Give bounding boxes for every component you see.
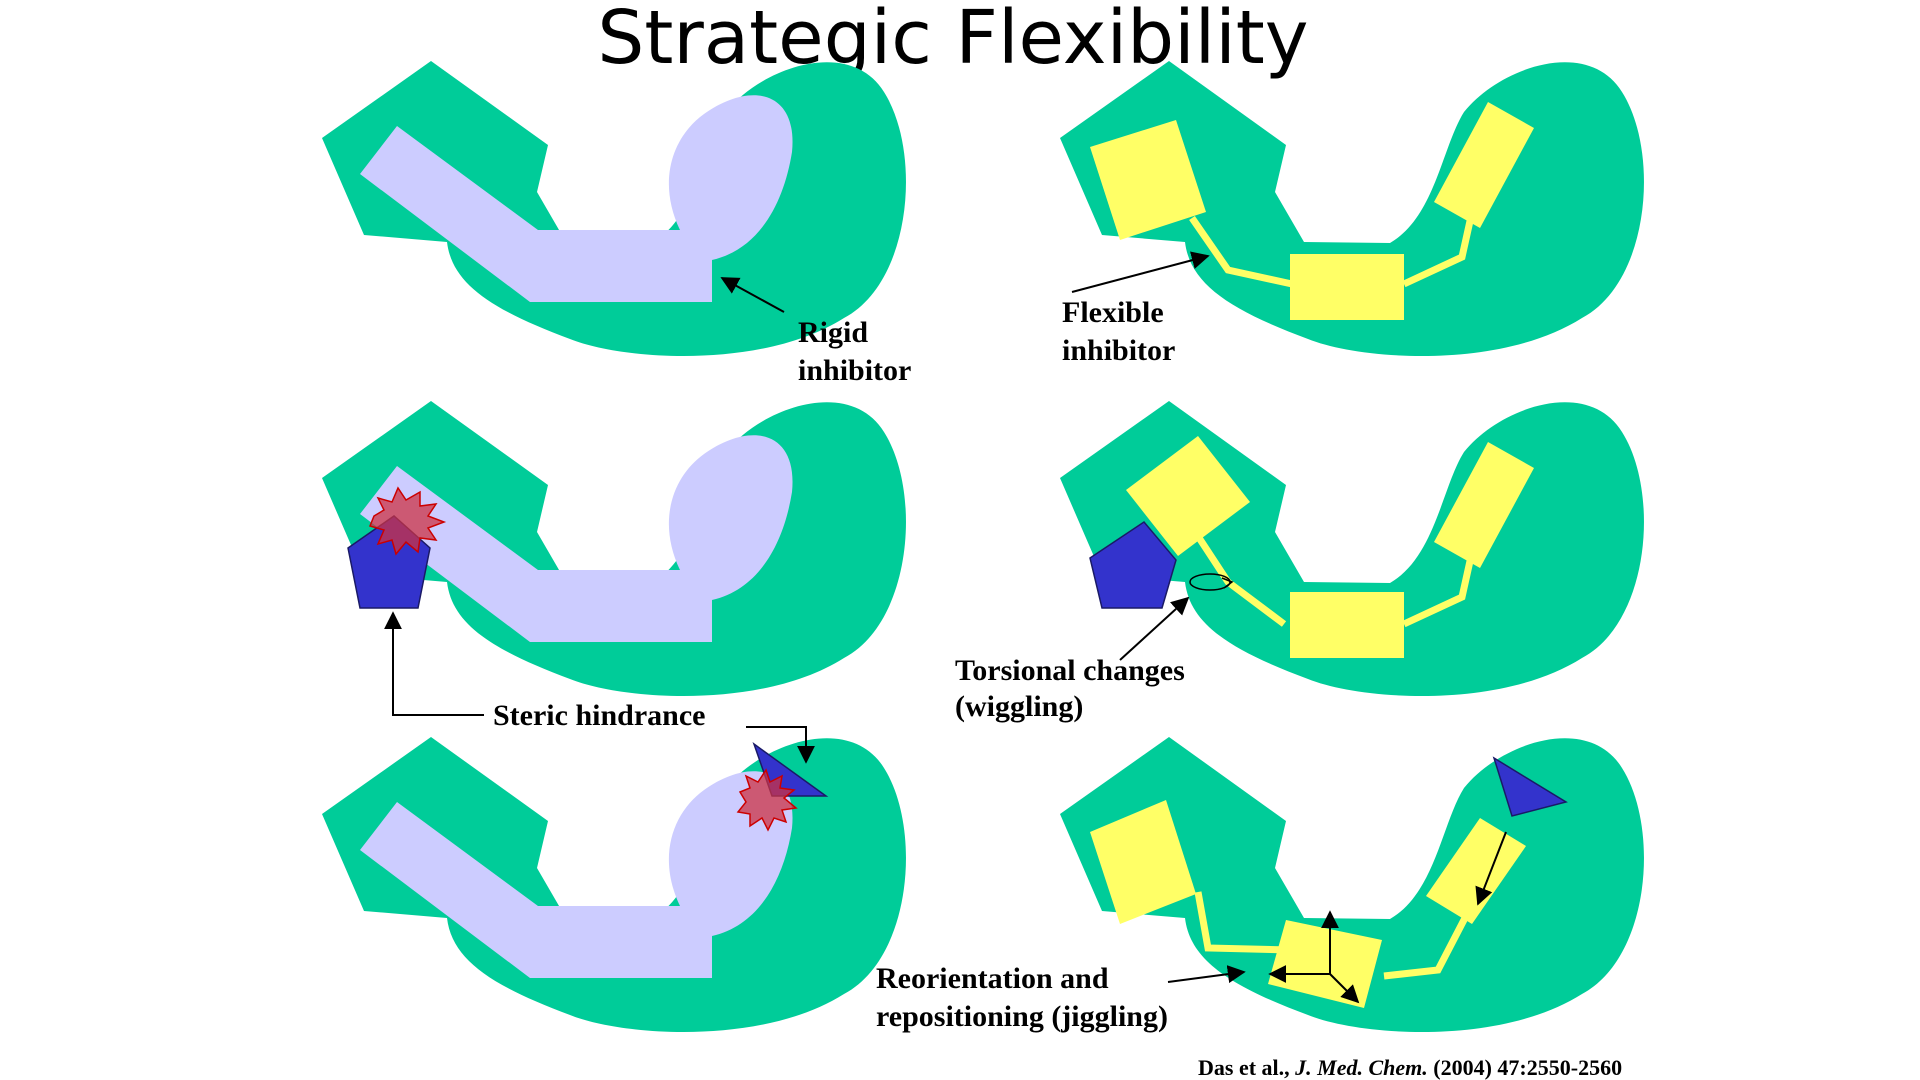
blocking-group-pentagon [1089, 521, 1177, 609]
flexible-linker [1402, 551, 1476, 628]
flexible-linker [1194, 891, 1291, 954]
rigid-label-line2: inhibitor [798, 354, 911, 387]
rigid-label-line1: Rigid [798, 316, 868, 349]
rigid-inhibitor-shape [360, 435, 793, 642]
flexible-linker [1189, 216, 1293, 288]
torsional-label-line1: Torsional changes [955, 654, 1185, 687]
steric-clash-burst [736, 768, 798, 832]
torsional-arrow [1119, 596, 1190, 661]
flexible-linker [1187, 522, 1287, 627]
reorientation-label-line1: Reorientation and [876, 962, 1109, 995]
steric-clash-burst [368, 486, 447, 556]
axis-z [1329, 973, 1360, 1004]
rigid-panel-3 [322, 737, 906, 1033]
rigid-arrow [720, 277, 785, 313]
flexible-fragment-center [1290, 254, 1404, 320]
blocking-group-triangle [1492, 756, 1568, 817]
steric-arrow-right [746, 726, 815, 764]
flexible-fragment-right [1434, 442, 1534, 568]
flexible-fragment-left [1126, 436, 1250, 556]
flexible-arrow [1071, 251, 1210, 293]
steric-hindrance-label: Steric hindrance [493, 699, 705, 732]
flexible-fragment-left [1090, 120, 1206, 240]
flexible-panel-2 [1060, 401, 1644, 697]
rigid-panel-1 [322, 61, 906, 357]
reposition-arrow [1475, 831, 1507, 906]
citation-journal: J. Med. Chem. [1294, 1055, 1428, 1080]
citation-authors: Das et al., [1198, 1055, 1295, 1080]
rigid-inhibitor-shape [360, 95, 793, 302]
reorientation-arrow [1167, 965, 1246, 984]
flexible-linker [1383, 914, 1470, 980]
flexible-panel-3 [1060, 737, 1644, 1033]
flexible-label-line2: inhibitor [1062, 334, 1175, 367]
reorientation-label-line2: repositioning (jiggling) [876, 1000, 1168, 1033]
flexible-fragment-center [1290, 592, 1404, 658]
flexible-fragment-right [1434, 102, 1534, 228]
flexible-fragment-left [1090, 800, 1196, 924]
steric-arrow-left [384, 611, 484, 716]
torsion-rotation-arrowhead [1221, 577, 1234, 589]
citation: Das et al., J. Med. Chem. (2004) 47:2550… [1198, 1055, 1622, 1080]
citation-details: (2004) 47:2550-2560 [1428, 1055, 1622, 1080]
rigid-panel-2 [322, 401, 906, 697]
torsional-label-line2: (wiggling) [955, 690, 1083, 723]
flexible-label-line1: Flexible [1062, 296, 1164, 329]
flexible-linker [1402, 211, 1476, 288]
flexible-panel-1 [1060, 61, 1644, 357]
rigid-inhibitor-shape [360, 771, 793, 978]
page-title: Strategic Flexibility [597, 0, 1308, 81]
